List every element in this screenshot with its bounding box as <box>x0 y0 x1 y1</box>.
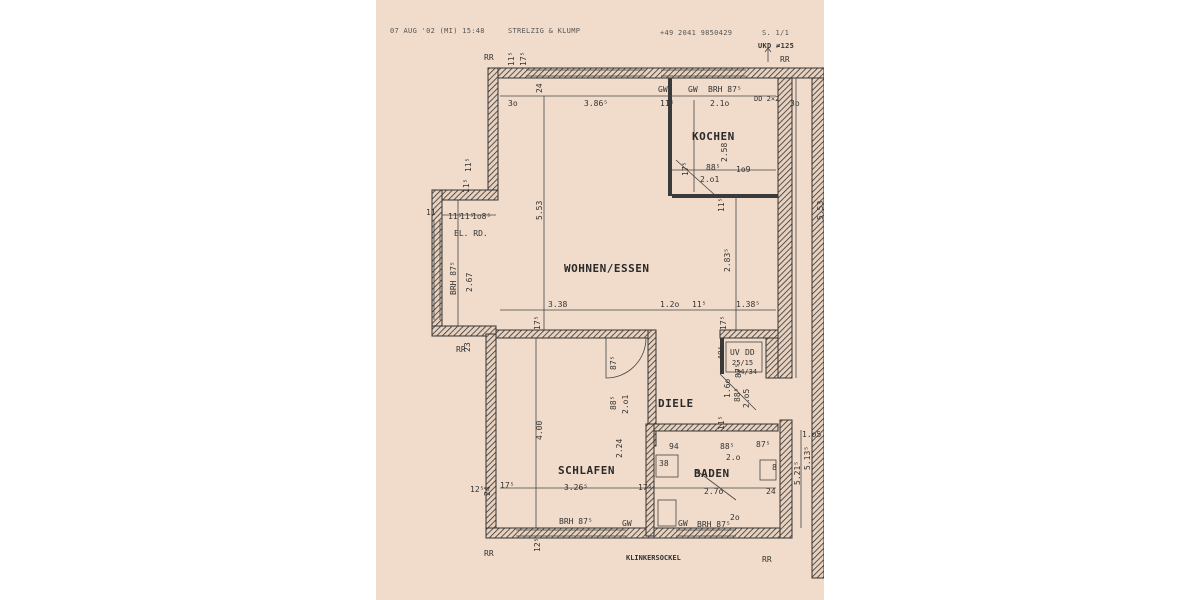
dimension-d_553l: 5.53 <box>535 201 544 220</box>
label-rr-bl: RR <box>484 549 494 558</box>
dimension-d_115o: 11⁵ <box>692 300 706 309</box>
room-label-elrd: EL. RD. <box>454 229 488 238</box>
dimension-d_115n: 11⁵ <box>460 212 474 221</box>
label-klinkersockel: KLINKERSOCKEL <box>626 554 681 562</box>
dimension-d_338: 3.38 <box>548 300 567 309</box>
label-dd-small: DD <box>745 348 755 357</box>
fax-stamp: 07 AUG '02 (MI) 15:48 <box>390 27 485 35</box>
dimension-d_875a: 87⁵ <box>609 356 618 370</box>
room-label-baden: BADEN <box>694 467 730 480</box>
windows <box>433 69 757 537</box>
label-uv: UV <box>730 348 740 357</box>
dimension-d_5135: 5.13⁵ <box>803 446 812 470</box>
dimension-d_105: 1.o5 <box>802 430 821 439</box>
label-brh-top: BRH 87⁵ <box>708 85 742 94</box>
dimension-d_175k: 17⁵ <box>681 162 690 176</box>
label-gw-4: GW <box>678 519 688 528</box>
ukd-label: UKD ≠125 <box>758 42 795 50</box>
label-gw-2: GW <box>688 85 698 94</box>
dimension-d_875c: 87⁵ <box>734 364 743 378</box>
dimension-d_210: 2.1o <box>710 99 729 108</box>
room-label-wohnen: WOHNEN/ESSEN <box>564 262 649 275</box>
dimension-d_24c: 24 <box>483 486 492 496</box>
dimension-d_258: 2.58 <box>720 143 729 162</box>
dimension-texts: 3o 3.86⁵ 11⁵ 2.1o 3o 24 17⁵ 11⁵ 5.53 5.5… <box>426 52 824 552</box>
label-brh-bad: BRH 87⁵ <box>697 520 731 529</box>
dimension-d_1085: 1o8⁵ <box>472 212 491 221</box>
label-uv-size1: 25/15 <box>732 359 753 367</box>
dimension-d_270: 2.7o <box>704 487 723 496</box>
dimension-d_201: 2.o1 <box>700 175 719 184</box>
dimension-d_109: 1o9 <box>736 165 751 174</box>
floor-plan-sheet: 07 AUG '02 (MI) 15:48 STRELZIG & KLUMP +… <box>376 0 824 600</box>
dimension-d_115top: 11⁵ <box>507 52 516 66</box>
dimension-d_115p: 11⁵ <box>717 416 726 430</box>
dimension-d_201b: 2.o1 <box>621 395 630 414</box>
dimension-d_885: 88⁵ <box>706 163 720 172</box>
dimension-d_30b: 3o <box>790 99 800 108</box>
dimension-d_224: 2.24 <box>615 439 624 458</box>
dimension-d_8: 8 <box>772 463 777 472</box>
dimension-d_115m: 11⁵ <box>448 212 462 221</box>
dimension-d_2835: 2.83⁵ <box>723 248 732 272</box>
label-rr-br: RR <box>762 555 772 564</box>
dimension-d_23: 23 <box>463 342 472 352</box>
dimension-d_24: 24 <box>535 83 544 93</box>
dimension-d_875b: 87⁵ <box>756 440 770 449</box>
dimension-d_120: 1.2o <box>660 300 679 309</box>
dimension-d_175y: 17⁵ <box>500 481 514 490</box>
dimension-d_11: 11 <box>426 208 436 217</box>
fax-page: S. 1/1 <box>762 29 790 37</box>
dimension-d_30a: 3o <box>508 99 518 108</box>
dimension-d_267: 2.67 <box>465 273 474 292</box>
room-label-schlafen: SCHLAFEN <box>558 464 615 477</box>
dimension-d_400: 4.00 <box>535 421 544 440</box>
dimension-d_20: 2.o <box>726 453 741 462</box>
floor-plan-drawing: WOHNEN/ESSEN KOCHEN SCHLAFEN DIELE BADEN… <box>426 47 824 579</box>
dimension-d_24b: 24 <box>766 487 776 496</box>
dimension-d_115l: 11⁵ <box>462 179 471 193</box>
interior-walls <box>495 78 779 537</box>
dimension-d_125b: 12⁵ <box>533 538 542 552</box>
label-uv-size2: 34/34 <box>736 368 757 376</box>
dimension-d_175x: 17⁵ <box>719 316 728 330</box>
dimension-d_115k: 11⁵ <box>717 198 726 212</box>
dimension-d_115q: 11⁵ <box>464 158 473 172</box>
label-gw-3: GW <box>622 519 632 528</box>
dimension-d_885c: 88⁵ <box>720 442 734 451</box>
dimension-d_3265: 3.26⁵ <box>564 483 588 492</box>
fax-sender: STRELZIG & KLUMP <box>508 27 581 35</box>
dimension-d_1385: 1.38⁵ <box>736 300 760 309</box>
dimension-lines <box>442 78 802 528</box>
room-label-kochen: KOCHEN <box>692 130 735 143</box>
dimension-d_175w: 17⁵ <box>533 316 542 330</box>
dimension-d_385: 3.86⁵ <box>584 99 608 108</box>
label-dd: DD 2×2 <box>754 95 779 103</box>
fixtures <box>655 341 777 527</box>
dimension-d_160: 1.6o <box>723 379 732 398</box>
dimension-d_94: 94 <box>669 442 679 451</box>
room-label-diele: DIELE <box>658 397 694 410</box>
dimension-d_175top: 17⁵ <box>519 52 528 66</box>
dimension-d_885d: 88⁵ <box>733 388 742 402</box>
fax-phone: +49 2041 9850429 <box>660 29 733 37</box>
label-brh-left: BRH 87⁵ <box>449 261 458 295</box>
dimension-d_205: 2.o5 <box>742 389 751 408</box>
label-brh-bottom: BRH 87⁵ <box>559 517 593 526</box>
dimension-d_5215: 5.21⁵ <box>793 461 802 485</box>
label-rr-tl: RR <box>484 53 494 62</box>
label-rr-l: RR <box>456 345 466 354</box>
dimension-d_485: 48⁵ <box>717 346 726 360</box>
dimension-d_553r: 5.53 <box>816 201 824 220</box>
dimension-d_38: 38 <box>659 459 669 468</box>
label-gw-1: GW <box>658 85 668 94</box>
north-arrow-icon <box>764 47 772 62</box>
label-rr-top: RR <box>780 55 790 64</box>
outer-walls <box>431 67 824 579</box>
dimension-d_20b: 2o <box>730 513 740 522</box>
dimension-d_885b: 88⁵ <box>609 396 618 410</box>
dimension-d_175s: 17⁵ <box>638 483 652 492</box>
dimension-d_125: 12⁵ <box>470 485 484 494</box>
dimension-d_115a: 11⁵ <box>660 99 674 108</box>
